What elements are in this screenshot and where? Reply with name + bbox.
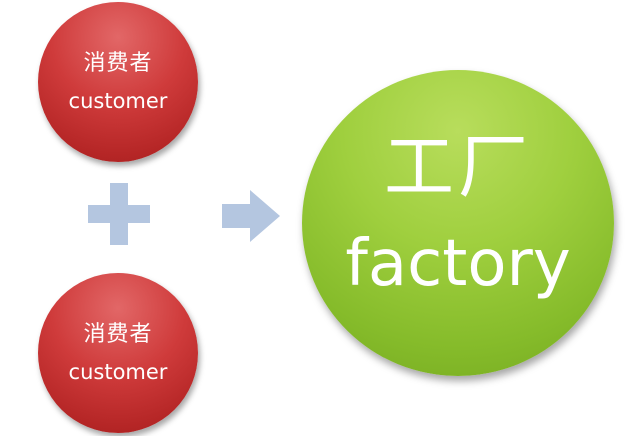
customer-circle-top: 消费者 customer [38, 2, 198, 162]
customer-label-en: customer [68, 359, 168, 384]
customer-label-en: customer [68, 88, 168, 113]
factory-label-cn: 工厂 [384, 126, 532, 208]
customer-label-cn: 消费者 [83, 50, 153, 76]
customer-label-cn: 消费者 [83, 321, 153, 347]
factory-circle: 工厂 factory [302, 70, 614, 376]
arrow-right-icon [222, 190, 280, 242]
plus-icon [88, 183, 150, 245]
factory-label-en: factory [345, 227, 571, 301]
customer-circle-bottom: 消费者 customer [38, 273, 198, 433]
